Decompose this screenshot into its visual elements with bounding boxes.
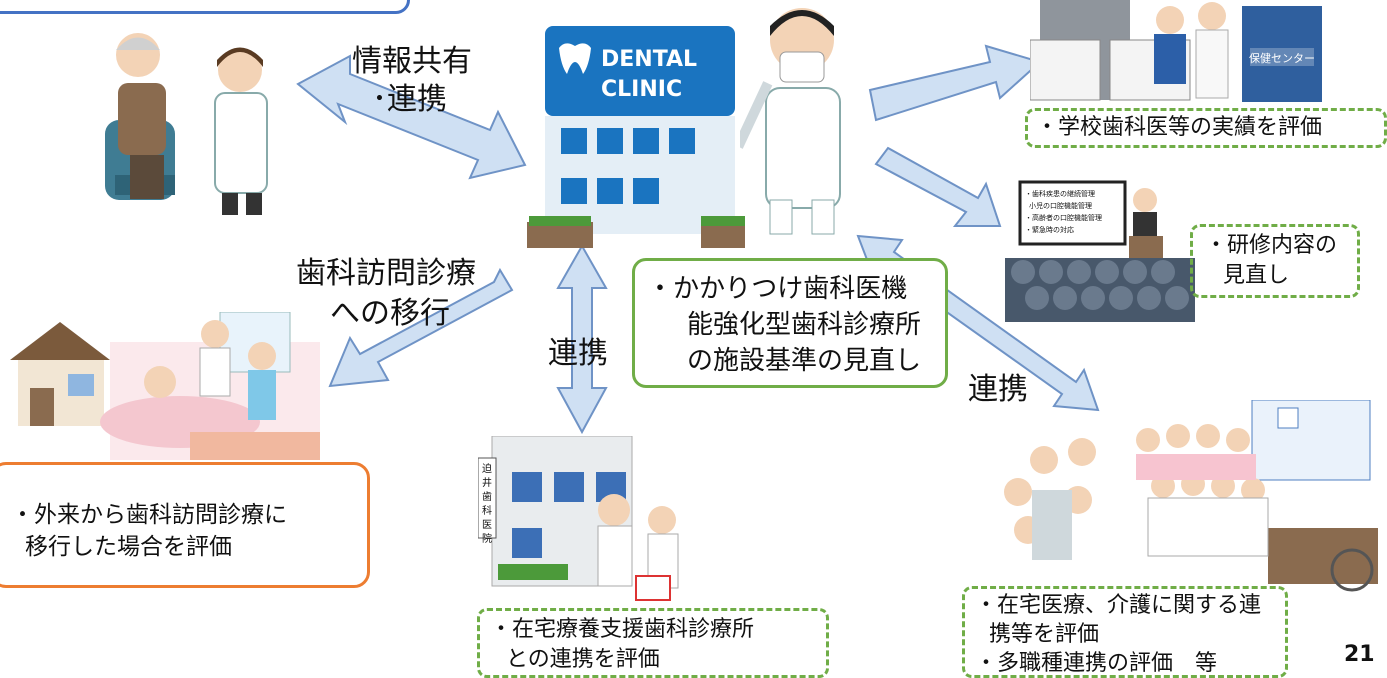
home-care-box-line1: ・在宅医療、介護に関する連 xyxy=(975,593,1262,618)
clinic-vertical-sign-1: 迫 xyxy=(482,462,492,475)
center-box-line3: の施設基準の見直し xyxy=(687,346,922,376)
clinic-vertical-sign-6: 院 xyxy=(482,532,492,545)
clinic-sign-line1: DENTAL xyxy=(601,47,697,72)
home-care-box-line2: 携等を評価 xyxy=(989,622,1100,647)
outpatient-box-line1: ・外来から歯科訪問診療に xyxy=(11,502,287,528)
home-care-box: ・在宅医療、介護に関する連 携等を評価 ・多職種連携の評価 等 xyxy=(962,586,1288,678)
home-visit-label-1: 歯科訪問診療 xyxy=(296,256,476,291)
training-box-line1: ・研修内容の xyxy=(1205,233,1338,258)
slide-line-1: ・歯科疾患の継続管理 xyxy=(1025,189,1095,198)
training-box: ・研修内容の 見直し xyxy=(1190,224,1360,298)
school-box: ・学校歯科医等の実績を評価 xyxy=(1025,108,1387,148)
home-care-box-line3: ・多職種連携の評価 等 xyxy=(975,651,1218,676)
home-visit-label-2: への移行 xyxy=(330,296,450,331)
slide-line-2: 小児の口腔機能管理 xyxy=(1029,201,1092,210)
clinic-vertical-sign-4: 科 xyxy=(482,504,492,517)
seminar-illustration: ・歯科疾患の継続管理 小児の口腔機能管理 ・高齢者の口腔機能管理 ・緊急時の対応 xyxy=(1005,180,1195,322)
clinic-vertical-sign-3: 歯 xyxy=(482,490,492,503)
center-facility-box: ・かかりつけ歯科医機 能強化型歯科診療所 の施設基準の見直し xyxy=(632,258,948,388)
health-center-sign: 保健センター xyxy=(1249,51,1315,65)
school-box-text: ・学校歯科医等の実績を評価 xyxy=(1036,115,1323,140)
outpatient-box-line2: 移行した場合を評価 xyxy=(25,534,232,560)
center-box-line1: ・かかりつけ歯科医機 xyxy=(647,274,908,304)
home-visit-illustration xyxy=(10,312,320,460)
arrow-school xyxy=(868,44,1042,122)
arrow-home-visit xyxy=(328,267,514,388)
clinic-vertical-sign-2: 井 xyxy=(482,476,492,489)
info-share-label-2: ･連携 xyxy=(372,82,447,117)
slide-line-4: ・緊急時の対応 xyxy=(1025,225,1074,234)
page-number: 21 xyxy=(1344,642,1375,667)
home-support-clinic-illustration: 迫 井 歯 科 医 院 xyxy=(478,436,679,601)
center-box-line2: 能強化型歯科診療所 xyxy=(687,310,922,340)
arrow-training xyxy=(874,146,1002,227)
clinic-sign-line2: CLINIC xyxy=(601,77,682,102)
info-share-label-1: 情報共有 xyxy=(352,44,472,79)
outpatient-box: ・外来から歯科訪問診療に 移行した場合を評価 xyxy=(0,462,370,588)
multi-professional-illustration xyxy=(1004,400,1378,592)
arrow-collab-vertical xyxy=(556,243,608,435)
home-support-box-line2: との連携を評価 xyxy=(506,647,660,672)
dentist-figure xyxy=(740,8,841,235)
arrow-info-share xyxy=(296,54,527,180)
dental-clinic-building: DENTAL CLINIC xyxy=(527,26,745,248)
slide-line-3: ・高齢者の口腔機能管理 xyxy=(1025,213,1102,222)
clinic-vertical-sign-5: 医 xyxy=(482,519,492,531)
collab-label-right: 連携 xyxy=(968,372,1028,407)
home-support-box-line1: ・在宅療養支援歯科診療所 xyxy=(490,617,755,642)
collab-label-left: 連携 xyxy=(548,336,608,371)
school-health-center-illustration: 保健センター xyxy=(1030,0,1322,102)
doctor-patient-illustration xyxy=(105,33,268,215)
home-support-box: ・在宅療養支援歯科診療所 との連携を評価 xyxy=(477,608,829,678)
training-box-line2: 見直し xyxy=(1223,263,1290,288)
